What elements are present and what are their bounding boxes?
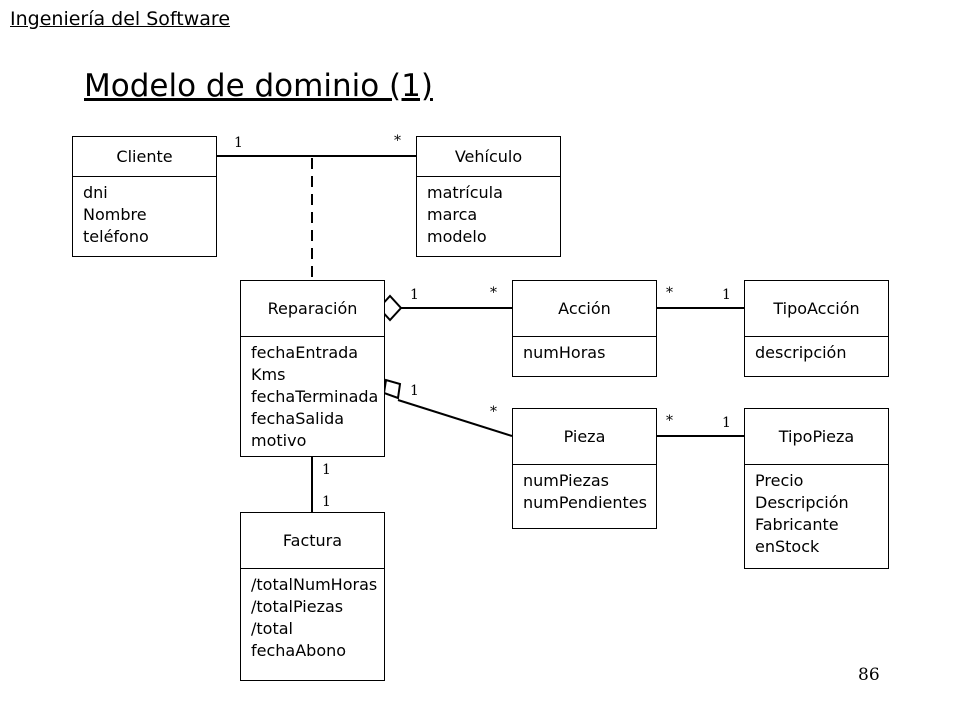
class-name: Acción <box>513 281 656 337</box>
attribute: dni <box>83 183 108 202</box>
multiplicity-label: 1 <box>234 135 243 151</box>
class-name: Vehículo <box>417 137 560 177</box>
class-attributes: Precio Descripción Fabricante enStock <box>745 465 888 558</box>
course-header: Ingeniería del Software <box>10 8 231 30</box>
class-tipoaccion: TipoAcción descripción <box>744 280 889 377</box>
attribute: fechaEntrada <box>251 343 359 362</box>
assoc-reparacion-pieza <box>397 399 513 437</box>
attribute: Fabricante <box>755 515 839 534</box>
class-name: Pieza <box>513 409 656 465</box>
class-name: Cliente <box>73 137 216 177</box>
attribute: matrícula <box>427 183 503 202</box>
multiplicity-label: 1 <box>322 494 331 510</box>
multiplicity-label: 1 <box>722 415 731 431</box>
class-name: Reparación <box>241 281 384 337</box>
multiplicity-label: 1 <box>410 383 419 399</box>
class-attributes: descripción <box>745 337 888 364</box>
multiplicity-label: * <box>666 413 673 429</box>
class-cliente: Cliente dni Nombre teléfono <box>72 136 217 257</box>
attribute: Kms <box>251 365 286 384</box>
attribute: descripción <box>755 343 847 362</box>
multiplicity-label: 1 <box>722 287 731 303</box>
class-pieza: Pieza numPiezas numPendientes <box>512 408 657 529</box>
attribute: numPiezas <box>523 471 609 490</box>
page-number: 86 <box>858 665 880 685</box>
multiplicity-label: * <box>394 133 401 149</box>
slide-title: Modelo de dominio (1) <box>84 68 433 104</box>
attribute: /total <box>251 619 293 638</box>
attribute: enStock <box>755 537 820 556</box>
multiplicity-label: * <box>666 285 673 301</box>
class-attributes: dni Nombre teléfono <box>73 177 216 248</box>
attribute: motivo <box>251 431 307 450</box>
class-reparacion: Reparación fechaEntrada Kms fechaTermina… <box>240 280 385 457</box>
attribute: numHoras <box>523 343 606 362</box>
attribute: modelo <box>427 227 487 246</box>
attribute: Precio <box>755 471 804 490</box>
multiplicity-label: 1 <box>410 287 419 303</box>
class-factura: Factura /totalNumHoras /totalPiezas /tot… <box>240 512 385 681</box>
class-name: TipoPieza <box>745 409 888 465</box>
attribute: /totalPiezas <box>251 597 344 616</box>
attribute: Nombre <box>83 205 147 224</box>
class-attributes: numPiezas numPendientes <box>513 465 656 514</box>
attribute: /totalNumHoras <box>251 575 378 594</box>
aggregation-diamond-pieza <box>382 378 402 400</box>
attribute: numPendientes <box>523 493 647 512</box>
class-attributes: matrícula marca modelo <box>417 177 560 248</box>
attribute: fechaAbono <box>251 641 347 660</box>
class-attributes: numHoras <box>513 337 656 364</box>
multiplicity-label: * <box>490 404 497 420</box>
attribute: fechaTerminada <box>251 387 379 406</box>
attribute: fechaSalida <box>251 409 345 428</box>
class-tipopieza: TipoPieza Precio Descripción Fabricante … <box>744 408 889 569</box>
class-attributes: fechaEntrada Kms fechaTerminada fechaSal… <box>241 337 384 452</box>
attribute: marca <box>427 205 478 224</box>
class-attributes: /totalNumHoras /totalPiezas /total fecha… <box>241 569 384 662</box>
class-name: TipoAcción <box>745 281 888 337</box>
attribute: Descripción <box>755 493 849 512</box>
class-accion: Acción numHoras <box>512 280 657 377</box>
attribute: teléfono <box>83 227 149 246</box>
multiplicity-label: 1 <box>322 462 331 478</box>
multiplicity-label: * <box>490 285 497 301</box>
class-vehiculo: Vehículo matrícula marca modelo <box>416 136 561 257</box>
class-name: Factura <box>241 513 384 569</box>
